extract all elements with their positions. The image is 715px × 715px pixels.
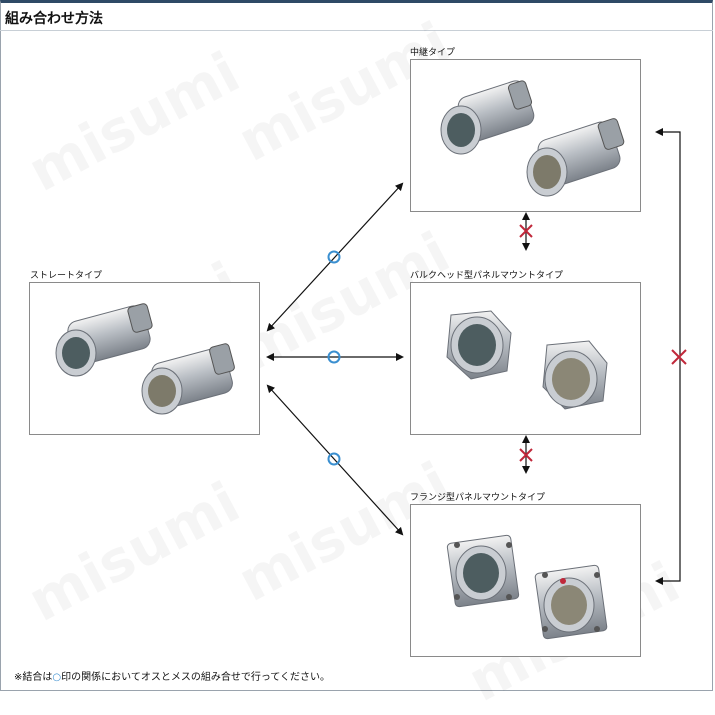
male-connector-shape	[542, 340, 608, 410]
female-connector-shape	[446, 310, 512, 380]
panel-straight-type	[29, 282, 260, 435]
title-divider	[0, 30, 713, 31]
page-title: 組み合わせ方法	[5, 11, 103, 27]
flange-connector-image	[446, 534, 608, 640]
footnote: ※結合は○印の関係においてオスとメスの組み合せで行ってください。	[14, 668, 330, 683]
panel-bulkhead-type	[410, 282, 641, 435]
caption-flange-type: フランジ型パネルマウントタイプ	[410, 493, 546, 503]
caption-straight-type: ストレートタイプ	[30, 271, 103, 281]
caption-bulkhead-type: バルクヘッド型パネルマウントタイプ	[410, 271, 564, 281]
female-connector-shape	[55, 303, 153, 377]
male-connector-shape	[526, 118, 625, 197]
straight-connector-image	[55, 303, 235, 415]
male-connector-shape	[141, 343, 235, 415]
footnote-suffix: 印の関係においてオスとメスの組み合せで行ってください。	[61, 672, 331, 683]
bulkhead-connector-image	[446, 310, 608, 410]
panel-flange-type	[410, 504, 641, 657]
relay-connector-image	[440, 80, 625, 197]
female-connector-shape	[446, 534, 520, 608]
caption-relay-type: 中継タイプ	[410, 48, 456, 58]
footnote-prefix: ※結合は	[14, 672, 53, 683]
diagram-frame	[0, 0, 713, 691]
female-connector-shape	[440, 80, 535, 155]
male-connector-shape	[534, 564, 608, 640]
ring-symbol-icon: ○	[52, 672, 62, 683]
panel-relay-type	[410, 59, 641, 212]
